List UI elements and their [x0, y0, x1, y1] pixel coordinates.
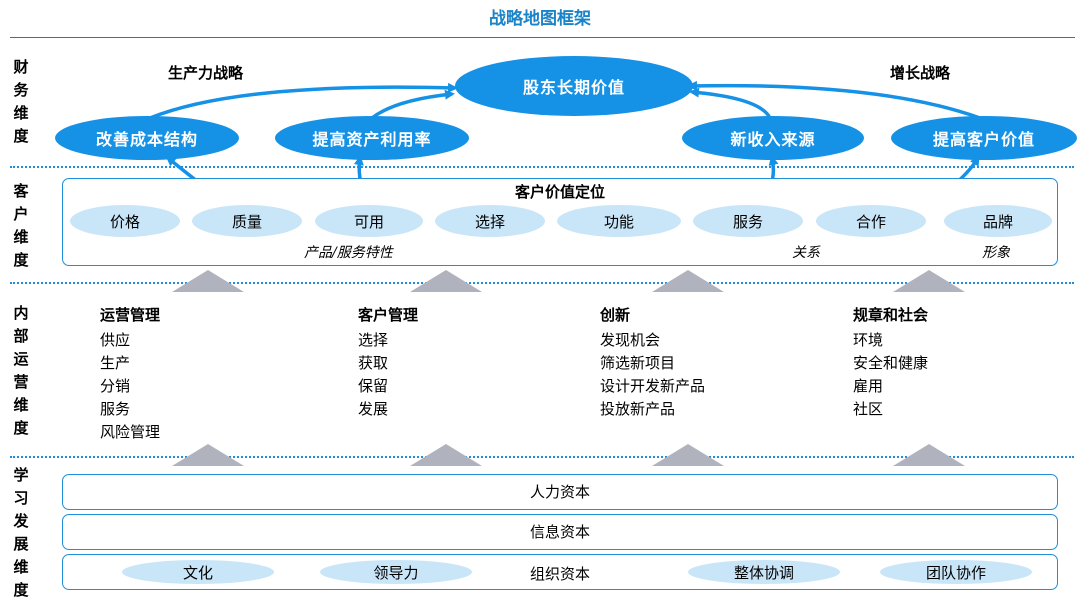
pill-teamwork: 团队协作	[880, 560, 1032, 584]
human-capital-bar: 人力资本	[62, 474, 1058, 510]
pill-quality: 质量	[192, 205, 302, 237]
separator-customer-internal	[10, 282, 1074, 284]
list-item: 选择	[358, 331, 389, 349]
triangle-up-2	[410, 270, 482, 292]
customer-dimension-label: 客户维度	[8, 180, 34, 272]
separator-internal-learning	[10, 456, 1074, 458]
pill-culture: 文化	[122, 560, 274, 584]
list-item: 设计开发新产品	[600, 377, 706, 395]
internal-dimension-label: 内部运营维度	[8, 302, 34, 440]
pill-cooperation: 合作	[816, 205, 926, 237]
relationship-note: 关系	[792, 245, 820, 261]
arrow-customer-to-value	[687, 80, 981, 120]
improve-asset-utilization-node: 提高资产利用率	[275, 116, 469, 160]
pill-function: 功能	[557, 205, 681, 237]
customer-dimension-text: 客户维度	[13, 182, 29, 269]
triangle-up-4	[893, 270, 965, 292]
information-capital-bar: 信息资本	[62, 514, 1058, 550]
pill-brand: 品牌	[944, 205, 1052, 237]
list-item: 生产	[100, 354, 131, 372]
column-heading: 创新	[600, 306, 631, 324]
triangle-up-3	[652, 270, 724, 292]
financial-dimension-text: 财务维度	[13, 58, 29, 145]
list-item: 风险管理	[100, 423, 161, 441]
information-capital-text: 信息资本	[529, 523, 590, 541]
triangle-up-8	[893, 444, 965, 466]
internal-dimension-text: 内部运营维度	[13, 304, 29, 437]
triangle-up-7	[652, 444, 724, 466]
pill-leadership: 领导力	[320, 560, 472, 584]
title-divider	[10, 37, 1075, 38]
arrow-cost-to-value	[149, 82, 458, 120]
internal-column-regulatory-social: 规章和社会 环境 安全和健康 雇用 社区	[853, 304, 928, 421]
column-heading: 运营管理	[100, 306, 161, 324]
learning-dimension-label: 学习发展维度	[8, 464, 34, 602]
internal-column-customer-management: 客户管理 选择 获取 保留 发展	[358, 304, 418, 421]
list-item: 发展	[358, 400, 389, 418]
column-heading: 规章和社会	[853, 306, 929, 324]
human-capital-text: 人力资本	[529, 483, 590, 501]
list-item: 保留	[358, 377, 389, 395]
triangle-up-1	[172, 270, 244, 292]
improve-cost-structure-node: 改善成本结构	[55, 116, 239, 160]
improve-customer-value-node: 提高客户价值	[891, 116, 1077, 160]
list-item: 分销	[100, 377, 131, 395]
list-item: 雇用	[853, 377, 884, 395]
arrow-asset-to-value	[370, 89, 455, 120]
arrow-revenue-to-value	[689, 87, 772, 119]
financial-dimension-label: 财务维度	[8, 56, 34, 148]
product-service-attribute-note: 产品/服务特性	[304, 245, 393, 261]
growth-strategy-label: 增长战略	[890, 64, 951, 82]
page-title: 战略地图框架	[489, 9, 591, 29]
list-item: 筛选新项目	[600, 354, 676, 372]
separator-financial-customer	[10, 166, 1074, 168]
list-item: 环境	[853, 331, 884, 349]
productivity-strategy-label: 生产力战略	[168, 64, 244, 82]
pill-price: 价格	[70, 205, 180, 237]
triangle-up-5	[172, 444, 244, 466]
triangle-up-6	[410, 444, 482, 466]
learning-dimension-text: 学习发展维度	[13, 466, 29, 599]
image-note: 形象	[982, 245, 1010, 261]
list-item: 服务	[100, 400, 131, 418]
list-item: 供应	[100, 331, 131, 349]
internal-column-operations: 运营管理 供应 生产 分销 服务 风险管理	[100, 304, 160, 444]
list-item: 发现机会	[600, 331, 661, 349]
customer-value-title: 客户价值定位	[514, 183, 605, 201]
new-revenue-source-node: 新收入来源	[682, 116, 864, 160]
pill-service: 服务	[693, 205, 803, 237]
list-item: 获取	[358, 354, 389, 372]
pill-availability: 可用	[315, 205, 423, 237]
shareholder-value-node: 股东长期价值	[455, 56, 693, 116]
pill-selection: 选择	[435, 205, 545, 237]
list-item: 投放新产品	[600, 400, 676, 418]
column-heading: 客户管理	[358, 306, 419, 324]
organization-capital-text: 组织资本	[529, 565, 590, 583]
list-item: 社区	[853, 400, 884, 418]
list-item: 安全和健康	[853, 354, 929, 372]
internal-column-innovation: 创新 发现机会 筛选新项目 设计开发新产品 投放新产品	[600, 304, 705, 421]
pill-alignment: 整体协调	[688, 560, 840, 584]
